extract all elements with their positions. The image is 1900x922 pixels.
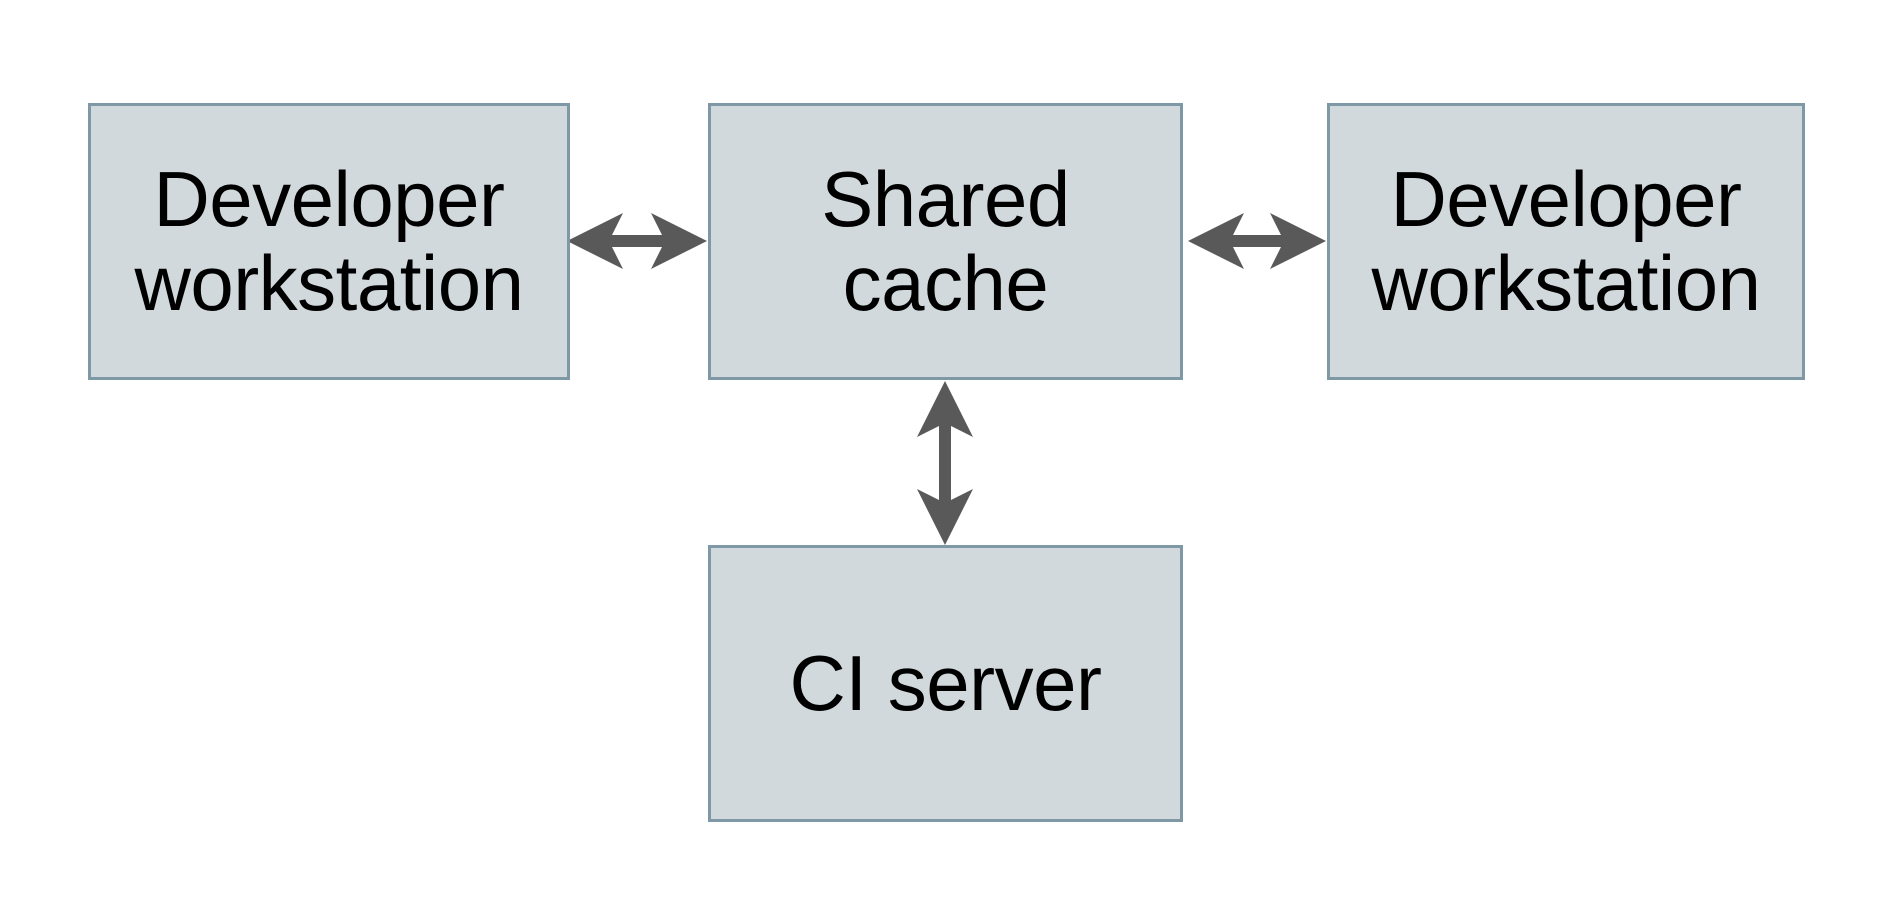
node-developer-workstation-left[interactable]: Developer workstation [88,103,570,380]
edge-ci-server-to-cache[interactable] [917,381,973,545]
node-label: Developer workstation [1371,155,1762,327]
node-developer-workstation-right[interactable]: Developer workstation [1327,103,1805,380]
edge-cache-to-right-workstation[interactable] [1188,213,1326,269]
node-label: CI server [789,638,1102,727]
edge-left-workstation-to-cache[interactable] [567,213,707,269]
node-label: Developer workstation [134,155,525,327]
node-shared-cache[interactable]: Shared cache [708,103,1183,380]
node-label: Shared cache [821,155,1070,327]
node-ci-server[interactable]: CI server [708,545,1183,822]
